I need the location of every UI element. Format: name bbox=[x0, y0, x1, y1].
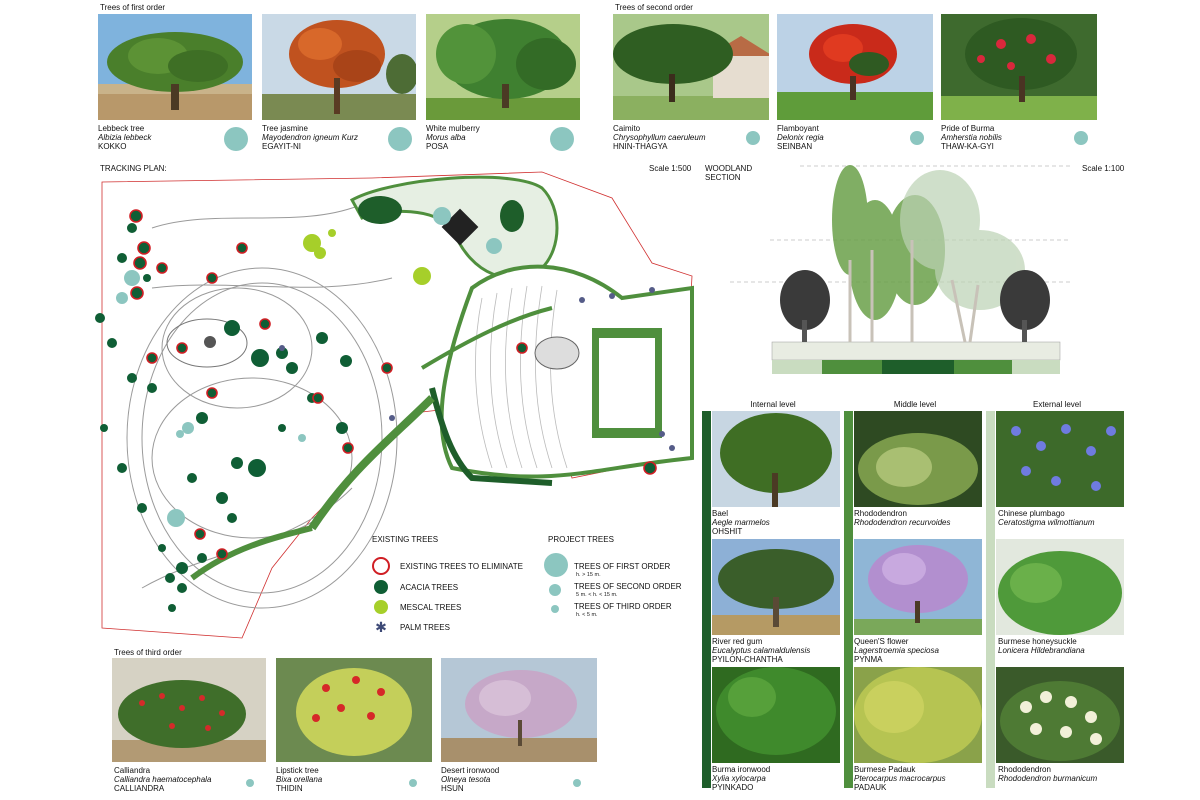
mescal-symbol-icon bbox=[374, 600, 388, 614]
section-title-line1: WOODLAND bbox=[705, 164, 753, 173]
photo-calliandra bbox=[112, 658, 266, 762]
legend-acacia: ACACIA TREES bbox=[374, 580, 458, 594]
second-order-title: Trees of second order bbox=[615, 3, 693, 12]
legend-eliminate: EXISTING TREES TO ELIMINATE bbox=[372, 557, 523, 575]
legend-second-order-note: 5 m. < h. < 15 m. bbox=[576, 592, 618, 598]
photo-pride-of-burma bbox=[941, 14, 1097, 120]
third-order-title: Trees of third order bbox=[114, 648, 182, 657]
photo-desert-ironwood bbox=[441, 658, 597, 762]
third-order-dot bbox=[409, 779, 417, 787]
photo-burmese-honeysuckle bbox=[996, 539, 1124, 635]
eliminate-symbol-icon bbox=[372, 557, 390, 575]
caption-flamboyant: Flamboyant Delonix regia SEINBAN bbox=[777, 124, 824, 152]
first-order-symbol-icon bbox=[544, 553, 568, 577]
tracking-plan-map bbox=[95, 171, 694, 639]
legend-third-order-note: h. < 5 m. bbox=[576, 612, 598, 618]
palm-symbol-icon: ✱ bbox=[375, 619, 387, 635]
first-order-dot bbox=[388, 127, 412, 151]
photo-chinese-plumbago bbox=[996, 411, 1124, 507]
legend-first-order-note: h. > 15 m. bbox=[576, 572, 601, 578]
legend-mescal: MESCAL TREES bbox=[374, 600, 461, 614]
caption-caimito: Caimito Chrysophyllum caeruleum HNIN-THA… bbox=[613, 124, 706, 152]
external-level-bar bbox=[986, 411, 995, 788]
legend-project-title: PROJECT TREES bbox=[548, 535, 614, 544]
level-header-internal: Internal level bbox=[750, 400, 796, 409]
first-order-title: Trees of first order bbox=[100, 3, 166, 12]
caption-tree-jasmine: Tree jasmine Mayodendron igneum Kurz EGA… bbox=[262, 124, 359, 152]
photo-caimito bbox=[613, 14, 769, 120]
photo-white-mulberry bbox=[426, 14, 580, 120]
plan-title: TRACKING PLAN: bbox=[100, 164, 167, 173]
photo-river-red-gum bbox=[712, 539, 840, 635]
caption-lebbeck-tree: Lebbeck tree Albizia lebbeck KOKKO bbox=[98, 124, 152, 152]
caption-pride-of-burma: Pride of Burma Amherstia nobilis THAW-KA… bbox=[941, 124, 1002, 152]
section-title-line2: SECTION bbox=[705, 173, 741, 182]
middle-level-bar bbox=[844, 411, 853, 788]
photo-lipstick-tree bbox=[276, 658, 432, 762]
section-scale: Scale 1:100 bbox=[1082, 164, 1125, 173]
photo-queens-flower bbox=[854, 539, 982, 635]
legend-third-order: TREES OF THIRD ORDER bbox=[574, 602, 672, 611]
section-title: WOODLAND SECTION bbox=[705, 164, 752, 182]
caption-white-mulberry: White mulberry Morus alba POSA bbox=[426, 124, 480, 152]
photo-tree-jasmine bbox=[262, 14, 416, 120]
third-order-dot bbox=[573, 779, 581, 787]
photo-lebbeck-tree bbox=[98, 14, 252, 120]
legend-existing-title: EXISTING TREES bbox=[372, 535, 439, 544]
level-header-middle: Middle level bbox=[893, 400, 937, 409]
second-order-dot bbox=[1074, 131, 1088, 145]
photo-burmese-padauk bbox=[854, 667, 982, 763]
woodland-section-drawing bbox=[730, 165, 1070, 374]
photo-rhododendron-recurvoides bbox=[854, 411, 982, 507]
third-order-symbol-icon bbox=[551, 605, 559, 613]
photo-flamboyant bbox=[777, 14, 933, 120]
photo-bael bbox=[712, 411, 840, 507]
photo-burma-ironwood bbox=[712, 667, 840, 763]
level-header-external: External level bbox=[1032, 400, 1082, 409]
legend-first-order: TREES OF FIRST ORDER bbox=[574, 562, 671, 571]
acacia-symbol-icon bbox=[374, 580, 388, 594]
first-order-dot bbox=[224, 127, 248, 151]
plan-scale: Scale 1:500 bbox=[649, 164, 692, 173]
second-order-symbol-icon bbox=[549, 584, 561, 596]
legend-palm: ✱ PALM TREES bbox=[375, 619, 450, 635]
third-order-dot bbox=[246, 779, 254, 787]
internal-level-bar bbox=[702, 411, 711, 788]
first-order-dot bbox=[550, 127, 574, 151]
second-order-dot bbox=[910, 131, 924, 145]
legend-second-order: TREES OF SECOND ORDER bbox=[574, 582, 682, 591]
photo-rhododendron-burmanicum bbox=[996, 667, 1124, 763]
second-order-dot bbox=[746, 131, 760, 145]
